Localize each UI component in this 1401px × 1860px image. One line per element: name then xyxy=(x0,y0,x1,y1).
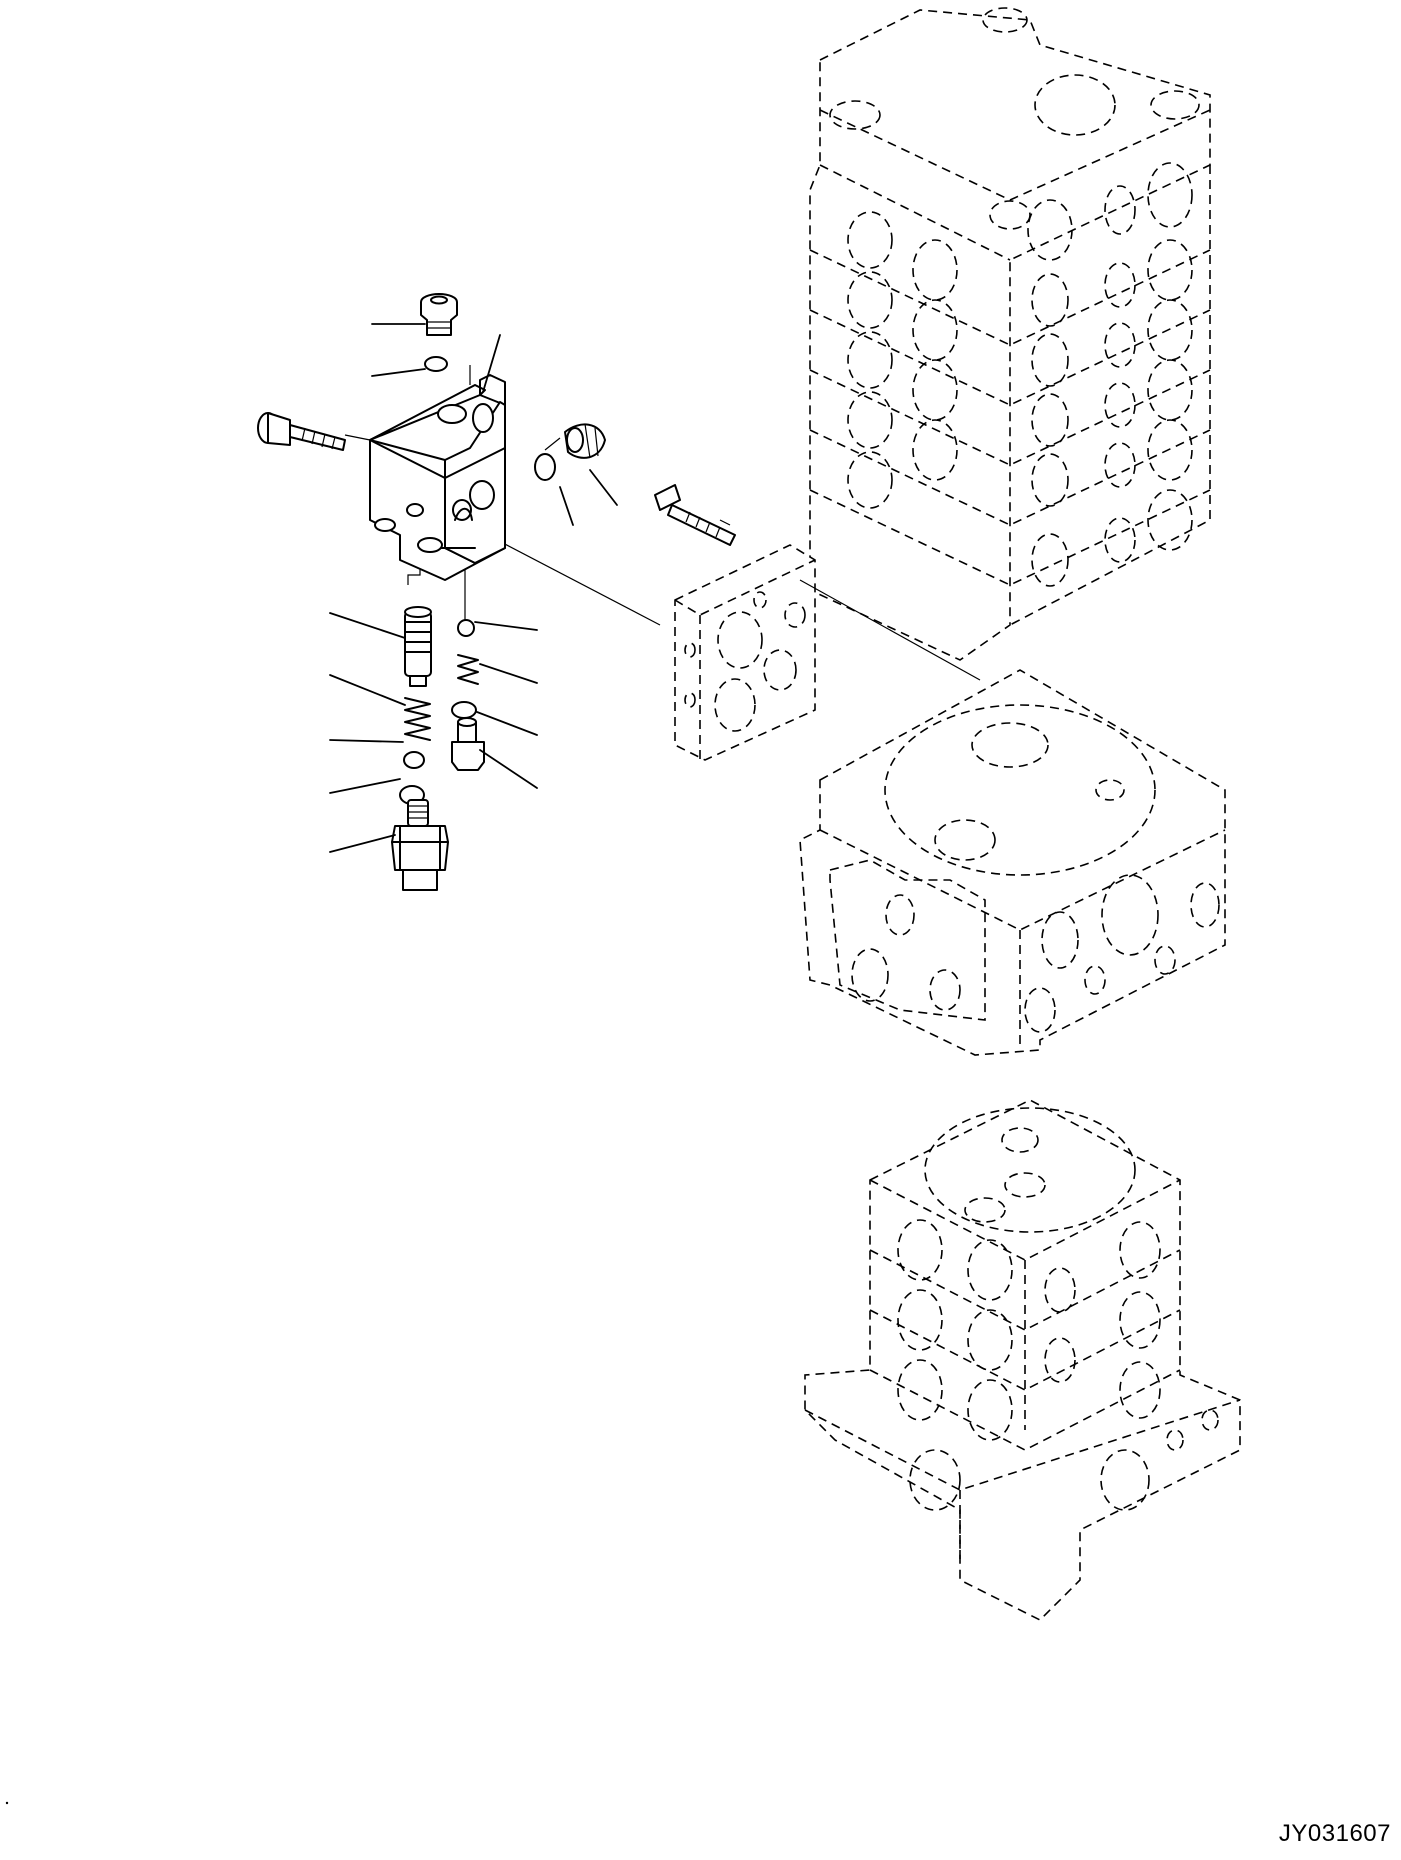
spring-left xyxy=(404,697,431,741)
middle-valve-block xyxy=(799,669,1226,1056)
upper-valve-stack xyxy=(809,7,1211,661)
o-ring-left-1 xyxy=(403,751,425,769)
relief-valve xyxy=(391,799,449,891)
o-ring-right xyxy=(451,701,477,719)
block-mounting-bolt xyxy=(257,412,346,451)
ball-right xyxy=(457,619,475,637)
drawing-number: JY031607 xyxy=(1278,1820,1391,1847)
side-plug xyxy=(564,423,606,459)
section-plate xyxy=(674,544,816,761)
lower-valve-block xyxy=(804,1099,1241,1621)
main-valve-block xyxy=(369,374,506,581)
plug-top xyxy=(420,293,458,336)
spool-valve xyxy=(404,606,432,687)
side-o-ring xyxy=(534,453,556,481)
spring-right xyxy=(457,654,479,685)
check-valve-poppet xyxy=(451,717,485,771)
leader-lines xyxy=(329,323,618,853)
section-bolt xyxy=(654,484,736,546)
o-ring-top xyxy=(424,356,448,372)
